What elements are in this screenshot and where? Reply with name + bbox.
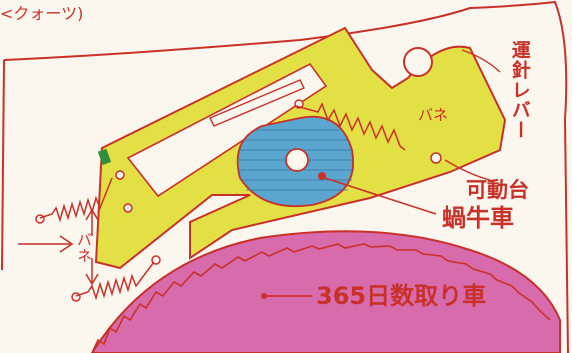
upper-spring-label: バネ xyxy=(418,106,449,124)
pin-hole xyxy=(115,170,125,180)
day-wheel-teeth xyxy=(91,243,551,353)
day-wheel xyxy=(90,230,561,353)
spring-arrow xyxy=(85,208,99,236)
cam-dot xyxy=(318,172,326,180)
spring-arrow xyxy=(85,258,99,286)
leader-snail-cam xyxy=(324,177,437,215)
leader-movable-base xyxy=(444,159,491,181)
left-arrow xyxy=(18,235,74,253)
spring-anchor xyxy=(71,292,81,302)
left-spring-label: バネ xyxy=(75,232,93,264)
leader-dot xyxy=(261,293,267,299)
lever-pivot-hole xyxy=(403,47,433,77)
spring-left-bottom xyxy=(75,261,155,301)
green-tab xyxy=(97,148,112,165)
spring-anchor xyxy=(35,214,45,224)
day-wheel-label: 365日数取り車 xyxy=(316,282,487,310)
snail-cam-label: 蝸牛車 xyxy=(442,204,514,232)
lever-label: 運針レバー xyxy=(508,40,531,140)
pin-hole xyxy=(430,152,442,164)
movable-base-label: 可動台 xyxy=(466,178,529,202)
spring-anchor xyxy=(151,255,161,265)
leader-lever xyxy=(461,49,501,73)
spring-left-top xyxy=(39,177,113,223)
spring-upper xyxy=(295,102,406,151)
cam-axle xyxy=(285,148,309,172)
top-fragment-label: <クォーツ) xyxy=(0,4,84,23)
frame-slot xyxy=(209,79,305,127)
pin-hole xyxy=(123,203,133,213)
